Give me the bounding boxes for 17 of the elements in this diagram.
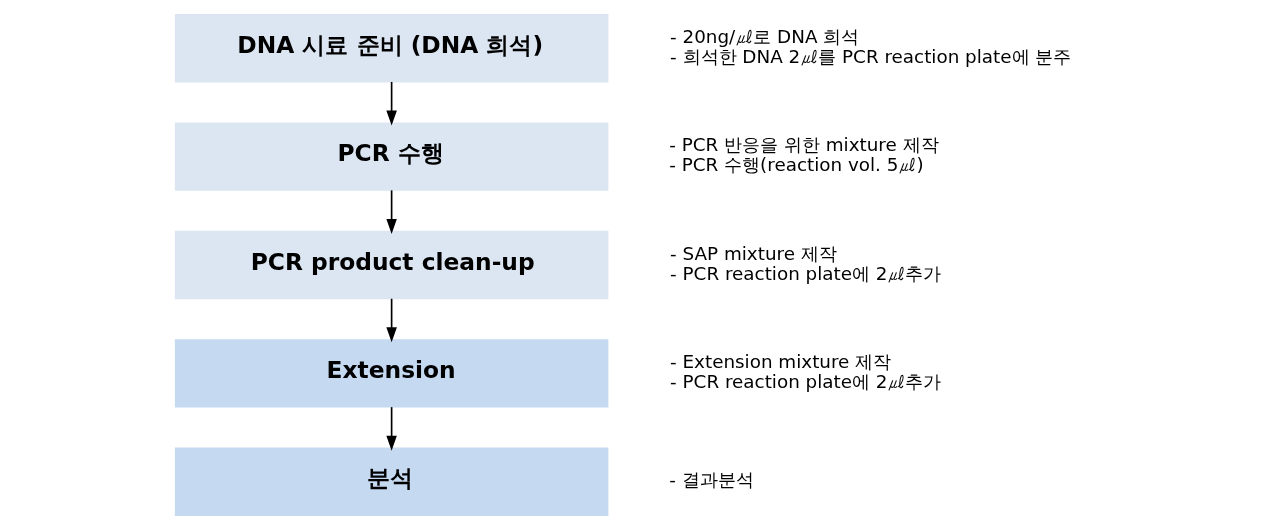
node-label: - SAP mixture 제작: [670, 242, 837, 264]
node-label: - PCR reaction plate에 2㎕추가: [670, 371, 942, 393]
arrow: [386, 406, 397, 451]
node-box: 분석: [174, 447, 609, 516]
node-label: - PCR 수행(reaction vol. 5㎕): [669, 154, 924, 176]
arrow: [386, 297, 397, 343]
node-box: PCR product clean-up: [174, 230, 609, 300]
node-label: - 결과분석: [669, 469, 754, 491]
node-label: - PCR 반응을 위한 mixture 제작: [669, 134, 939, 156]
node-box: DNA 시료 준비 (DNA 희석): [174, 14, 609, 83]
node-label: - Extension mixture 제작: [670, 351, 892, 373]
node-label: - 20ng/㎕로 DNA 희석: [670, 25, 860, 47]
arrow: [386, 189, 397, 234]
node-box: Extension: [174, 339, 609, 408]
arrow: [386, 81, 397, 126]
node-label: - PCR reaction plate에 2㎕추가: [670, 262, 942, 284]
node-box: PCR 수행: [174, 122, 609, 191]
